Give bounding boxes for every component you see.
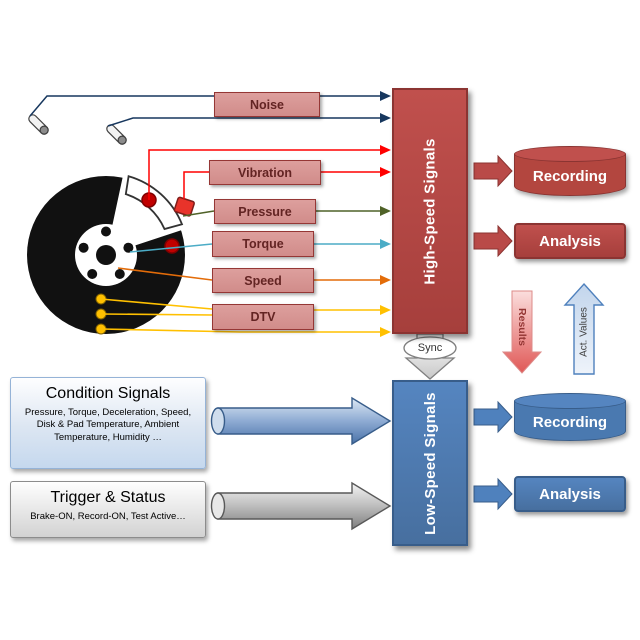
condition-signals-details: Pressure, Torque, Deceleration, Speed, D…: [24, 407, 192, 443]
wheel-bolt-holes: [78, 226, 134, 279]
dtv-label: DTV: [250, 310, 276, 324]
lowspeed-to-recording-arrow: [473, 400, 513, 434]
cylinder-top: [514, 146, 626, 162]
signal-box-torque: Torque: [212, 231, 314, 257]
torque-signal-lines: [129, 239, 391, 253]
low-speed-signals-block: Low-Speed Signals: [392, 380, 468, 546]
low-speed-analysis-box: Analysis: [514, 476, 626, 512]
lowspeed-to-analysis-arrow: [473, 477, 513, 511]
microphone-icon: [28, 114, 49, 135]
trigger-status-title: Trigger & Status: [50, 489, 166, 506]
brake-disc-illustration: [27, 114, 195, 335]
results-label: Results: [516, 308, 528, 346]
accelerometer-icon: [173, 196, 195, 217]
speed-label: Speed: [244, 273, 282, 288]
act-values-arrow: Act. Values: [563, 282, 605, 375]
high-speed-signals-block: High-Speed Signals: [392, 88, 468, 334]
pressure-sensor-icon: [164, 238, 180, 254]
trigger-status-box: Trigger & Status Brake-ON, Record-ON, Te…: [10, 481, 206, 538]
noise-label: Noise: [249, 97, 285, 112]
cylinder-top: [514, 393, 626, 409]
dtv-signal-lines: [100, 298, 391, 337]
highspeed-to-recording-arrow: [473, 154, 513, 188]
condition-signals-box: Condition Signals Pressure, Torque, Dece…: [10, 377, 206, 469]
low-speed-signals-label: Low-Speed Signals: [421, 391, 439, 535]
pressure-signal-lines: [182, 206, 391, 217]
pressure-label: Pressure: [238, 204, 292, 219]
high-speed-analysis-box: Analysis: [514, 223, 626, 259]
vibration-label: Vibration: [238, 165, 292, 180]
highspeed-to-analysis-arrow: [473, 224, 513, 258]
signal-box-noise: Noise: [214, 92, 320, 117]
condition-signals-arrow: [210, 396, 392, 446]
speed-signal-lines: [117, 267, 391, 285]
high-speed-recording-cylinder: Recording: [514, 146, 626, 196]
high-speed-analysis-label: Analysis: [539, 232, 601, 250]
torque-label: Torque: [242, 237, 284, 251]
condition-signals-title: Condition Signals: [45, 385, 171, 402]
signal-box-speed: Speed: [212, 268, 314, 293]
act-values-label: Act. Values: [579, 307, 590, 357]
high-speed-signals-label: High-Speed Signals: [421, 137, 439, 285]
low-speed-recording-cylinder: Recording: [514, 393, 626, 441]
signal-box-dtv: DTV: [212, 304, 314, 330]
trigger-status-arrow: [210, 481, 392, 531]
low-speed-recording-label: Recording: [532, 413, 608, 431]
hub-center-hole: [96, 245, 116, 265]
sync-label: Sync: [418, 342, 443, 354]
signal-box-vibration: Vibration: [209, 160, 321, 185]
trigger-status-details: Brake-ON, Record-ON, Test Active…: [30, 511, 186, 522]
signal-box-pressure: Pressure: [214, 199, 316, 224]
results-arrow: Results: [501, 290, 543, 374]
noise-signal-lines: [29, 91, 391, 127]
sync-arrow: Sync: [403, 333, 457, 380]
high-speed-recording-label: Recording: [532, 167, 608, 185]
low-speed-analysis-label: Analysis: [539, 485, 601, 503]
